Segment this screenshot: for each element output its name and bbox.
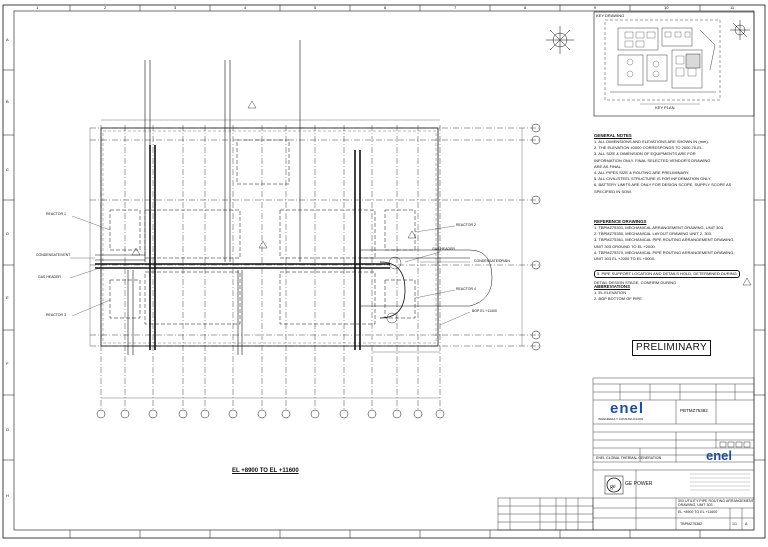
abbreviation-line: 2. BOP BOTTOM OF PIPE <box>594 296 642 302</box>
zone-number: 5 <box>314 5 317 10</box>
reference-line: 3. TBPMZ75361, MECHANICAL PIPE ROUTING A… <box>594 237 735 243</box>
note-line: INFORMATION ONLY. FINAL SELECTED VENDOR'… <box>594 157 711 163</box>
drawing-title-3: EL +8900 TO EL +11600 <box>678 510 718 514</box>
north-arrow-icon <box>546 20 750 54</box>
abbreviation-line: 1. EL ELEVATION <box>594 290 627 295</box>
drawing-title-2: DRAWING, UNIT 303 <box>678 503 713 507</box>
zone-letter: B <box>6 99 9 104</box>
ge-power-label: GE POWER <box>625 481 653 487</box>
note-line: 6. BATTERY LIMITS ARE ONLY FOR DESIGN SC… <box>594 182 732 188</box>
general-notes: GENERAL NOTES 1. ALL DIMENSIONS AND ELEV… <box>594 133 731 195</box>
zone-number: 3 <box>174 5 177 10</box>
note-line: 2. THE ELEVATION ±0000 CORRESPONDS TO 20… <box>594 145 704 151</box>
callout-reactor-3: REACTOR 3 <box>46 313 66 317</box>
note-line: ARE AS FINAL. <box>594 163 623 169</box>
enel-subtitle: INGENIERIA Y CONSTRUCCION <box>598 417 644 421</box>
zone-number: 7 <box>454 5 457 10</box>
callout-gas-header: GAS HEADER <box>38 275 61 279</box>
note-line: 3. ALL SIZE & DIMENSION OF EQUIPMENTS AR… <box>594 151 696 157</box>
reference-drawings-heading: REFERENCE DRAWINGS <box>594 219 647 224</box>
zone-letter: D <box>6 231 9 236</box>
reference-line: UNIT 303 EL +2000 TO EL +5000. <box>594 256 656 262</box>
reference-line: UNIT 303 GROUND TO EL +2000. <box>594 243 656 249</box>
note-line: 1. ALL DIMENSIONS AND ELEVATIONS ARE SHO… <box>594 139 709 144</box>
revision-letter: A <box>745 522 748 526</box>
leader-lines <box>69 215 471 326</box>
zone-number: 9 <box>594 5 597 10</box>
zone-letter: C <box>6 167 9 172</box>
zone-letter: F <box>6 361 9 366</box>
doc-number: PBTMZ75382 <box>680 408 708 413</box>
title-block <box>497 377 755 531</box>
sheet-number: 1/1 <box>732 522 737 526</box>
zone-number: 2 <box>104 5 107 10</box>
key-plan-title: KEY PLAN <box>655 105 675 110</box>
note-line: 5. ALL CIVIL/STEEL STRUCTURE IS FOR INFO… <box>594 176 712 182</box>
building-outline <box>100 127 439 347</box>
client-name: ENEL GLOBAL THERMAL GENERATION <box>596 456 662 460</box>
outer-frame <box>2 4 766 539</box>
elevation-caption: EL +8900 TO EL +11600 <box>232 468 299 474</box>
callout-condensate: CONDENSATE/VENT <box>36 253 71 257</box>
inner-frame <box>13 10 755 531</box>
abbreviations: ABBREVIATIONS 1. EL ELEVATION 2. BOP BOT… <box>594 284 642 302</box>
svg-text:ge: ge <box>610 484 616 490</box>
reference-line: 2. TBPMZ75350, MECHANICAL LAYOUT DRAWING… <box>594 231 713 237</box>
plan-view <box>69 40 752 419</box>
main-pipe-header <box>95 145 390 350</box>
hold-note-cont: DETAIL DESIGN STAGE, CONFIRM DURING <box>594 280 677 286</box>
pipe-loop <box>379 261 406 319</box>
zone-letter: H <box>6 493 9 498</box>
ge-logo-icon: ge <box>606 477 622 493</box>
zone-letter: G <box>6 427 10 432</box>
key-plan-highlight <box>685 53 701 69</box>
zone-number: 4 <box>244 5 247 10</box>
doc-code: TBPMZ75382 <box>680 522 703 526</box>
zone-number: 1 <box>36 5 39 10</box>
reference-line: 4. TBPMZ75370, MECHANICAL PIPE ROUTING A… <box>594 249 735 255</box>
callout-reactor-4: REACTOR 4 <box>456 287 476 291</box>
note-line: 4. ALL PIPES SIZE & ROUTING ARE PRELIMIN… <box>594 170 690 176</box>
zone-letter: A <box>6 37 9 42</box>
reference-drawings: REFERENCE DRAWINGS 1. TBPMZ75301, MECHAN… <box>594 219 740 286</box>
note-line: SPECIFIED IN SOW. <box>594 188 632 194</box>
zone-number: 6 <box>384 5 387 10</box>
general-notes-heading: GENERAL NOTES <box>594 133 632 138</box>
zone-number: 11 <box>730 5 735 10</box>
enel-logo-secondary: enel <box>706 448 733 463</box>
callout-bop: BOP EL +11400 <box>472 309 497 313</box>
callout-reactor-2: REACTOR 2 <box>456 223 476 227</box>
zone-letter: E <box>6 295 9 300</box>
key-plan-drawing <box>593 11 755 117</box>
enel-logo-main: enel <box>610 400 645 417</box>
key-drawing-header: KEY DRAWING <box>596 13 625 18</box>
callout-condensate-drain: CONDENSATE/DRAIN <box>474 259 510 263</box>
zone-number: 10 <box>664 5 669 10</box>
zone-number: 8 <box>524 5 527 10</box>
zone-ticks <box>3 5 765 538</box>
hold-note: 5. PIPE SUPPORT LOCATION AND DETAILS HOL… <box>594 270 740 279</box>
revision-triangles <box>131 100 752 286</box>
callout-reactor-1: REACTOR 1 <box>46 212 66 216</box>
preliminary-stamp: PRELIMINARY <box>632 340 711 356</box>
drawing-title-1: 303 UTILITY PIPE ROUTING ARRANGEMENT <box>678 499 754 503</box>
reference-line: 1. TBPMZ75301, MECHANICAL ARRANGEMENT DR… <box>594 225 724 230</box>
dimension-lines <box>89 119 523 399</box>
callout-gas-header-right: GAS HEADER <box>432 247 455 251</box>
abbreviations-heading: ABBREVIATIONS <box>594 284 631 289</box>
branch-pipes <box>95 40 470 355</box>
column-bubbles <box>96 123 541 419</box>
